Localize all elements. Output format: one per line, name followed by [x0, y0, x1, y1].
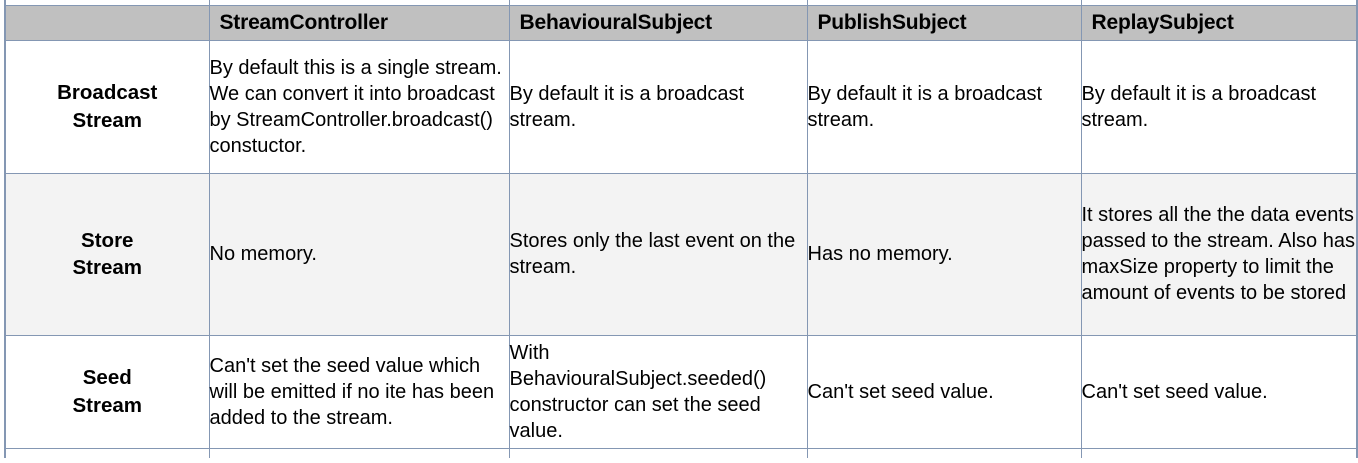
cell-broadcast-streamcontroller[interactable]: By default this is a single stream. We c…: [208, 39, 510, 174]
column-header-behaviouralsubject[interactable]: BehaviouralSubject: [508, 4, 808, 41]
cell-store-streamcontroller[interactable]: No memory.: [208, 172, 510, 336]
table-row-store-stream: Store Stream No memory. Stores only the …: [4, 172, 1358, 336]
stream-comparison-table: StreamController BehaviouralSubject Publ…: [4, 0, 1358, 458]
row-label-seed-stream[interactable]: Seed Stream: [4, 334, 210, 449]
table-row-partial-bottom: [4, 447, 1358, 458]
row-label-store-stream[interactable]: Store Stream: [4, 172, 210, 336]
cell-seed-streamcontroller[interactable]: Can't set the seed value which will be e…: [208, 334, 510, 449]
cell-partial[interactable]: [4, 447, 210, 458]
cell-partial[interactable]: [208, 447, 510, 458]
table-row-broadcast-stream: Broadcast Stream By default this is a si…: [4, 39, 1358, 174]
cell-partial[interactable]: [1080, 447, 1358, 458]
cell-store-publishsubject[interactable]: Has no memory.: [806, 172, 1082, 336]
column-header-streamcontroller[interactable]: StreamController: [208, 4, 510, 41]
column-header-replaysubject[interactable]: ReplaySubject: [1080, 4, 1358, 41]
table-row-seed-stream: Seed Stream Can't set the seed value whi…: [4, 334, 1358, 449]
column-header-publishsubject[interactable]: PublishSubject: [806, 4, 1082, 41]
cell-partial[interactable]: [508, 447, 808, 458]
row-label-broadcast-stream[interactable]: Broadcast Stream: [4, 39, 210, 174]
cell-seed-publishsubject[interactable]: Can't set seed value.: [806, 334, 1082, 449]
cell-broadcast-replaysubject[interactable]: By default it is a broadcast stream.: [1080, 39, 1358, 174]
cell-seed-replaysubject[interactable]: Can't set seed value.: [1080, 334, 1358, 449]
cell-broadcast-publishsubject[interactable]: By default it is a broadcast stream.: [806, 39, 1082, 174]
cell-partial[interactable]: [806, 447, 1082, 458]
table-row-partial-top: [4, 0, 1358, 6]
cell-store-replaysubject[interactable]: It stores all the the data events passed…: [1080, 172, 1358, 336]
table-header-row: StreamController BehaviouralSubject Publ…: [4, 4, 1358, 41]
cell-seed-behaviouralsubject[interactable]: With BehaviouralSubject.seeded() constru…: [508, 334, 808, 449]
cell-broadcast-behaviouralsubject[interactable]: By default it is a broadcast stream.: [508, 39, 808, 174]
header-corner-cell[interactable]: [4, 4, 210, 41]
cell-store-behaviouralsubject[interactable]: Stores only the last event on the stream…: [508, 172, 808, 336]
